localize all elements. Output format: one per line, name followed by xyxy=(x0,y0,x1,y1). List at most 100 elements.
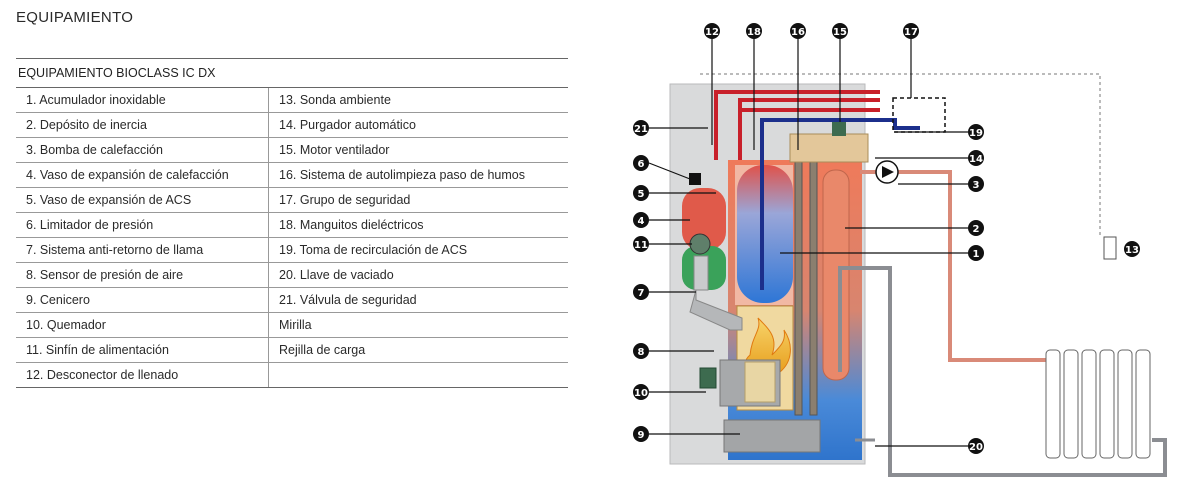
room-sensor xyxy=(1103,236,1117,260)
badge-9: 9 xyxy=(633,426,649,442)
svg-text:6: 6 xyxy=(638,159,645,170)
badge-18: 18 xyxy=(746,23,762,39)
return-pipe xyxy=(860,170,1050,362)
svg-text:20: 20 xyxy=(969,442,983,453)
sensor-cable xyxy=(700,73,1101,236)
svg-text:21: 21 xyxy=(634,124,648,135)
table-cell: 6. Limitador de presión xyxy=(16,212,269,238)
table-cell: 15. Motor ventilador xyxy=(268,137,568,163)
pump-arrow-icon xyxy=(882,166,894,178)
cold-pipe xyxy=(760,118,920,290)
pressure-limiter xyxy=(689,173,701,185)
inertia-inner-tube xyxy=(822,169,850,381)
table-cell: 20. Llave de vaciado xyxy=(268,262,568,288)
table-cell: 14. Purgador automático xyxy=(268,112,568,138)
table-cell: 19. Toma de recirculación de ACS xyxy=(268,237,568,263)
badge-14: 14 xyxy=(968,150,984,166)
badge-12: 12 xyxy=(704,23,720,39)
badge-13: 13 xyxy=(1124,241,1140,257)
ash-pan xyxy=(723,419,821,453)
table-cell xyxy=(268,362,568,388)
table-title: EQUIPAMIENTO BIOCLASS IC DX xyxy=(16,58,568,88)
table-cell: 18. Manguitos dieléctricos xyxy=(268,212,568,238)
badge-10: 10 xyxy=(633,384,649,400)
table-cell: 1. Acumulador inoxidable xyxy=(16,88,269,113)
svg-text:18: 18 xyxy=(747,27,761,38)
badge-8: 8 xyxy=(633,343,649,359)
svg-text:13: 13 xyxy=(1125,245,1139,256)
table-cell: 21. Válvula de seguridad xyxy=(268,287,568,313)
svg-text:10: 10 xyxy=(634,388,648,399)
badge-3: 3 xyxy=(968,176,984,192)
badge-1: 1 xyxy=(968,245,984,261)
svg-text:8: 8 xyxy=(638,347,645,358)
badge-2: 2 xyxy=(968,220,984,236)
table-cell: Mirilla xyxy=(268,312,568,338)
table-cell: 5. Vaso de expansión de ACS xyxy=(16,187,269,213)
badge-21: 21 xyxy=(633,120,649,136)
table-cell: 3. Bomba de calefacción xyxy=(16,137,269,163)
acs-accumulator xyxy=(737,165,793,303)
badge-15: 15 xyxy=(832,23,848,39)
leader-lines xyxy=(648,38,968,447)
svg-text:14: 14 xyxy=(969,154,983,165)
svg-text:2: 2 xyxy=(973,224,980,235)
badge-19: 19 xyxy=(968,124,984,140)
svg-text:15: 15 xyxy=(833,27,847,38)
fan-motor xyxy=(832,122,846,136)
svg-text:12: 12 xyxy=(705,27,719,38)
auger-spring xyxy=(693,255,709,291)
badge-5: 5 xyxy=(633,185,649,201)
auger-motor xyxy=(689,233,711,255)
flow-pipe xyxy=(838,266,1167,477)
table-cell: 13. Sonda ambiente xyxy=(268,88,568,113)
hot-pipe xyxy=(714,90,880,160)
svg-text:19: 19 xyxy=(969,128,983,139)
svg-text:16: 16 xyxy=(791,27,805,38)
burner-motor xyxy=(699,367,717,389)
badge-7: 7 xyxy=(633,284,649,300)
fan-unit xyxy=(789,133,869,163)
table-cell: 7. Sistema anti-retorno de llama xyxy=(16,237,269,263)
svg-text:4: 4 xyxy=(638,216,645,227)
badge-17: 17 xyxy=(903,23,919,39)
table-cell: 16. Sistema de autolimpieza paso de humo… xyxy=(268,162,568,188)
equipment-table: EQUIPAMIENTO BIOCLASS IC DX 1. Acumulado… xyxy=(16,58,568,388)
flue-rod-2 xyxy=(809,149,818,416)
heating-expansion-vessel xyxy=(682,188,726,250)
table-cell: Rejilla de carga xyxy=(268,337,568,363)
table-cell: 10. Quemador xyxy=(16,312,269,338)
badge-20: 20 xyxy=(968,438,984,454)
badge-6: 6 xyxy=(633,155,649,171)
badge-11: 11 xyxy=(633,236,649,252)
svg-text:1: 1 xyxy=(973,249,980,260)
badge-4: 4 xyxy=(633,212,649,228)
badge-16: 16 xyxy=(790,23,806,39)
table-cell: 4. Vaso de expansión de calefacción xyxy=(16,162,269,188)
svg-text:3: 3 xyxy=(973,180,980,191)
svg-text:7: 7 xyxy=(638,288,645,299)
burner-pellets xyxy=(744,361,776,403)
boiler-diagram: 12 18 16 15 17 21 6 5 4 11 7 8 10 9 19 1… xyxy=(633,23,1167,477)
svg-text:11: 11 xyxy=(634,240,648,251)
svg-text:5: 5 xyxy=(638,189,645,200)
section-title: EQUIPAMIENTO xyxy=(16,9,134,26)
table-cell: 11. Sinfín de alimentación xyxy=(16,337,269,363)
svg-text:9: 9 xyxy=(638,430,645,441)
feed-auger xyxy=(689,289,743,331)
table-cell: 9. Cenicero xyxy=(16,287,269,313)
table-cell: 2. Depósito de inercia xyxy=(16,112,269,138)
svg-text:17: 17 xyxy=(904,27,918,38)
table-cell: 17. Grupo de seguridad xyxy=(268,187,568,213)
table-cell: 8. Sensor de presión de aire xyxy=(16,262,269,288)
radiator xyxy=(1045,349,1151,459)
